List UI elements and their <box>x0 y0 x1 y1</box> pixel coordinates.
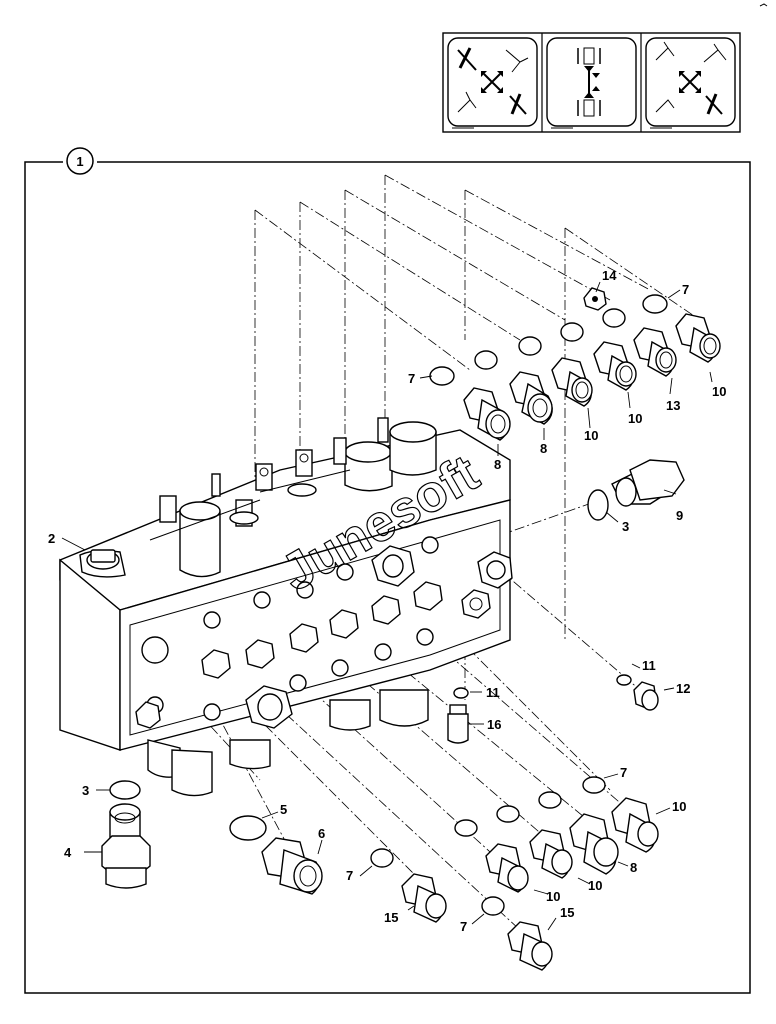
corner-mark <box>759 3 768 7</box>
callout-7: 7 <box>346 868 353 883</box>
callout-7: 7 <box>682 282 689 297</box>
excavator-control-pattern-a <box>447 37 538 129</box>
assembly-frame <box>24 161 751 994</box>
callout-11: 11 <box>642 658 656 673</box>
callout-10: 10 <box>584 428 598 443</box>
assembly-number: 1 <box>76 154 83 169</box>
valve-arrows-icon <box>577 47 601 117</box>
callout-7: 7 <box>408 371 415 386</box>
callout-8: 8 <box>540 441 547 456</box>
callout-11: 11 <box>486 685 500 700</box>
control-pattern-icon-strip <box>442 32 741 133</box>
callout-16: 16 <box>487 717 501 732</box>
callout-13: 13 <box>666 398 680 413</box>
callout-10: 10 <box>712 384 726 399</box>
callout-10: 10 <box>588 878 602 893</box>
callout-7: 7 <box>460 919 467 934</box>
callout-2: 2 <box>48 531 55 546</box>
joystick-excavator-icon <box>457 47 529 115</box>
leader-lines <box>61 281 713 931</box>
callout-7: 7 <box>620 765 627 780</box>
callout-3: 3 <box>622 519 629 534</box>
callout-6: 6 <box>318 826 325 841</box>
callout-9: 9 <box>676 508 683 523</box>
excavator-control-pattern-b <box>645 37 736 129</box>
callout-4: 4 <box>64 845 72 860</box>
right-fittings <box>447 674 659 744</box>
callout-labels: 2 3 3 4 5 6 7 7 7 7 7 8 8 8 9 10 10 10 1… <box>48 268 726 934</box>
valve-direction-pattern <box>546 37 637 129</box>
callout-10: 10 <box>672 799 686 814</box>
callout-12: 12 <box>676 681 690 696</box>
callout-15: 15 <box>560 905 574 920</box>
callout-10: 10 <box>546 889 560 904</box>
callout-14: 14 <box>602 268 617 283</box>
control-valve-block <box>59 417 513 797</box>
callout-3: 3 <box>82 783 89 798</box>
upper-fittings <box>429 287 721 521</box>
callout-8: 8 <box>494 457 501 472</box>
callout-15: 15 <box>384 910 398 925</box>
assembly-number-badge: 1 <box>66 147 94 175</box>
callout-10: 10 <box>628 411 642 426</box>
callout-8: 8 <box>630 860 637 875</box>
joystick-excavator-icon <box>655 41 727 115</box>
callout-5: 5 <box>280 802 287 817</box>
lower-fittings <box>101 776 659 971</box>
